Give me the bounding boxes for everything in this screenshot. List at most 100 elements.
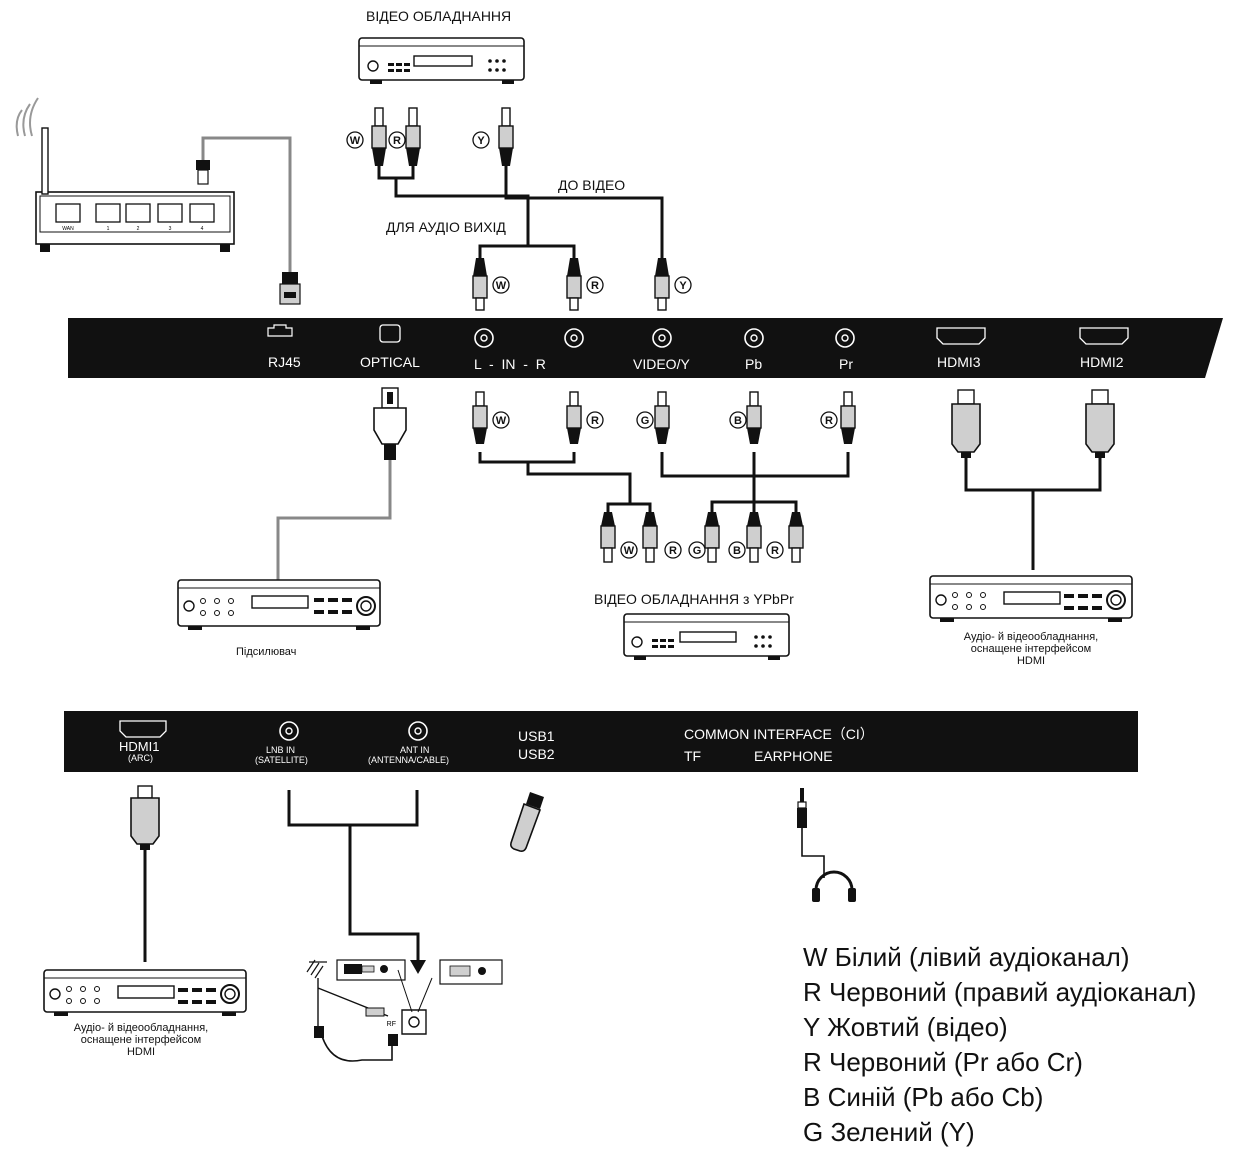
tf-label: TF	[684, 748, 702, 764]
rf-label: RF	[387, 1021, 396, 1028]
video-equipment-top-device	[358, 37, 525, 84]
pb-jack-icon	[744, 328, 764, 348]
earphone-icon	[797, 788, 856, 902]
rca-plug-device-pr	[788, 512, 804, 563]
svg-text:R: R	[771, 545, 779, 557]
audio-in-cable-lower	[478, 452, 652, 512]
to-video-caption: ДО ВІДЕО	[558, 177, 626, 193]
svg-text:R: R	[591, 415, 599, 427]
hdmi2-port-icon	[1079, 327, 1129, 345]
pr-jack-icon	[835, 328, 855, 348]
router-port-4: 4	[201, 226, 204, 232]
hdmi1-plug	[130, 785, 160, 850]
usb-stick-icon	[510, 792, 544, 852]
top-audio-r-plug	[405, 107, 421, 166]
antenna-connection-illustration	[306, 959, 503, 1062]
hdmi-equipment-right-caption: Аудіо- й відеообладнання, оснащене інтер…	[963, 631, 1099, 667]
panel-audio-w-plug-top	[472, 258, 488, 311]
panel-audio-r-plug-top	[566, 258, 582, 311]
rca-plug-device-r	[642, 512, 658, 563]
ypbpr-equipment-caption: ВІДЕО ОБЛАДНАННЯ з YPbPr	[594, 591, 794, 607]
lnb-jack-icon	[279, 721, 299, 741]
audio-out-cable	[377, 166, 576, 258]
audio-l-jack-icon	[474, 328, 494, 348]
rj45-label: RJ45	[268, 354, 301, 370]
hdmi2-label: HDMI2	[1080, 354, 1124, 370]
color-legend: W Білий (лівий аудіоканал) R Червоний (п…	[803, 940, 1196, 1150]
rca-plug-device-g	[704, 512, 720, 563]
video-y-label: VIDEO/Y	[633, 356, 690, 372]
optical-port-icon	[379, 324, 401, 343]
pin-label-y: Y	[477, 135, 485, 147]
usb1-label: USB1	[518, 728, 555, 744]
svg-text:W: W	[496, 415, 507, 427]
audio-r-jack-icon	[564, 328, 584, 348]
pin-label-w: W	[350, 135, 361, 147]
optical-cable	[276, 460, 392, 582]
pin-labels-lower: W R G B R W R G B R	[492, 411, 838, 559]
hdmi3-plug	[951, 389, 981, 458]
ypbpr-cable-lower	[660, 452, 850, 512]
router-port-2: 2	[137, 226, 140, 232]
hdmi-av-equipment-left-device	[43, 969, 247, 1016]
ant-sub-label: (ANTENNA/CABLE)	[368, 755, 450, 765]
antenna-bracket-line	[287, 790, 420, 960]
hdmi3-label: HDMI3	[937, 354, 981, 370]
hdmi1-arc-label: (ARC)	[128, 753, 153, 763]
svg-text:W: W	[496, 280, 507, 292]
hdmi3-port-icon	[936, 327, 986, 345]
video-y-jack-icon	[652, 328, 672, 348]
svg-text:B: B	[734, 415, 742, 427]
svg-text:R: R	[591, 280, 599, 292]
svg-text:Y: Y	[679, 280, 687, 292]
panel-video-y-plug-top	[654, 258, 670, 311]
ypbpr-plugs-below-panel	[472, 391, 856, 563]
router-port-3: 3	[169, 226, 172, 232]
legend-item: Y Жовтий (відео)	[803, 1012, 1008, 1042]
ypbpr-video-equipment-device	[623, 613, 790, 660]
svg-text:R: R	[669, 545, 677, 557]
ethernet-cable	[201, 136, 292, 272]
lnb-sub-label: (SATELLITE)	[255, 755, 308, 765]
legend-item: B Синій (Pb або Cb)	[803, 1082, 1044, 1112]
legend-item: R Червоний (правий аудіоканал)	[803, 977, 1197, 1007]
svg-text:G: G	[641, 415, 650, 427]
lnb-label: LNB IN	[266, 745, 296, 755]
legend-item: W Білий (лівий аудіоканал)	[803, 942, 1130, 972]
rca-plug-device-b	[746, 512, 762, 563]
top-audio-w-plug	[371, 107, 387, 166]
antenna-down-arrow-icon	[410, 960, 426, 974]
top-connector-panel	[68, 318, 1223, 378]
rca-plug-device-w	[600, 512, 616, 563]
rca-plug-audio-w	[472, 391, 488, 444]
ant-jack-icon	[408, 721, 428, 741]
router-port-wan: WAN	[62, 226, 74, 232]
rca-plug-r	[840, 391, 856, 444]
hdmi1-port-icon	[119, 720, 167, 738]
router-port-1: 1	[107, 226, 110, 232]
amplifier-device	[177, 579, 381, 630]
ethernet-plug-panel	[279, 272, 301, 305]
video-out-cable	[504, 166, 664, 258]
rca-plug-b	[746, 391, 762, 444]
hdmi-av-cable-right	[964, 458, 1102, 570]
svg-text:B: B	[733, 545, 741, 557]
hdmi1-label: HDMI1	[119, 739, 160, 754]
pin-label-r: R	[393, 135, 401, 147]
pr-label: Pr	[839, 356, 853, 372]
svg-text:W: W	[624, 545, 635, 557]
hdmi-equipment-left-caption: Аудіо- й відеообладнання, оснащене інтер…	[73, 1022, 209, 1058]
earphone-label: EARPHONE	[754, 748, 833, 764]
audio-in-label: L - IN - R	[474, 356, 546, 372]
hdmi-av-equipment-right-device	[929, 575, 1133, 622]
rca-plug-audio-r	[566, 391, 582, 444]
pb-label: Pb	[745, 356, 763, 372]
router-device	[35, 127, 235, 252]
svg-text:G: G	[693, 545, 702, 557]
amplifier-caption: Підсилювач	[236, 646, 297, 658]
legend-item: R Червоний (Pr або Cr)	[803, 1047, 1083, 1077]
for-audio-out-caption: ДЛЯ АУДІО ВИХІД	[386, 219, 506, 235]
ci-label: COMMON INTERFACE（CI）	[684, 726, 874, 742]
ethernet-plug-router	[196, 160, 210, 185]
